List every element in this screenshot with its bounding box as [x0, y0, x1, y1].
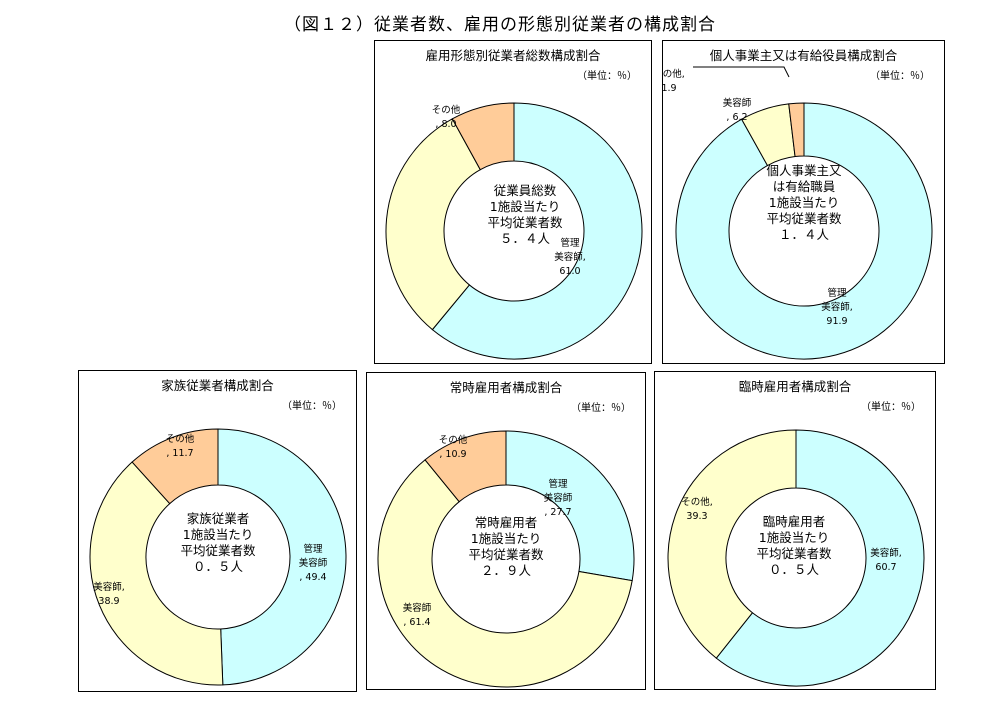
- unit-label: （単位：％）: [870, 71, 930, 82]
- chart-panel-owner: 個人事業主又は有給役員構成割合 （単位：％） 管理美容師,91.9 美容師, 6.…: [662, 40, 945, 364]
- donut-slice-1: [505, 430, 635, 582]
- slice-label-1: 管理美容師,61.0: [554, 237, 586, 277]
- slice-label-1: 管理美容師, 49.4: [299, 543, 328, 583]
- unit-label: （単位：％）: [571, 403, 631, 414]
- slice-label-3: その他, 10.9: [439, 434, 468, 460]
- chart-title: 雇用形態別従業者総数構成割合: [425, 48, 601, 63]
- donut-slice-2: [89, 461, 224, 686]
- chart-title: 家族従業者構成割合: [161, 378, 274, 393]
- donut-slice-2: [377, 459, 633, 688]
- donut-chart: 管理美容師,91.9 美容師, 6.2 その他,1.9 個人事業主又は有給職員1施設当…: [663, 66, 933, 360]
- chart-title: 個人事業主又は有給役員構成割合: [709, 48, 898, 63]
- donut-slice-3: [788, 102, 805, 158]
- chart-panel-total: 雇用形態別従業者総数構成割合 （単位：％） 管理美容師,61.0美容師,31.0…: [374, 40, 652, 364]
- chart-title: 臨時雇用者構成割合: [738, 379, 852, 394]
- slice-label-2: 美容師, 61.4: [403, 602, 432, 628]
- slice-label-1: 美容師,60.7: [870, 547, 902, 573]
- donut-slice-1: [715, 429, 925, 687]
- slice-label-2: 美容師, 6.2: [723, 97, 752, 123]
- donut-slice-1: [217, 428, 347, 686]
- unit-label: （単位：％）: [577, 71, 637, 82]
- donut-slice-3: [451, 102, 515, 171]
- slice-label-2: その他,39.3: [681, 496, 713, 522]
- donut-slice-2: [385, 118, 481, 331]
- chart-panel-family: 家族従業者構成割合 （単位：％） 管理美容師, 49.4 美容師,38.9 その他,…: [78, 370, 357, 692]
- donut-slice-3: [131, 428, 219, 505]
- leader-line: [693, 66, 790, 78]
- unit-label: （単位：％）: [861, 402, 921, 413]
- slice-label-3: その他,1.9: [663, 68, 685, 94]
- slice-label-3: その他, 11.7: [166, 433, 195, 459]
- slice-label-1: 管理美容師,91.9: [821, 287, 853, 327]
- donut-slice-1: [431, 102, 643, 360]
- donut-slice-1: [675, 102, 933, 360]
- chart-title: 常時雇用者構成割合: [449, 380, 563, 395]
- donut-slice-3: [424, 430, 507, 503]
- donut-slice-2: [667, 429, 797, 659]
- slice-label-2: 美容師,38.9: [93, 581, 125, 607]
- slice-label-1: 管理美容師, 27.7: [544, 478, 573, 518]
- chart-panel-regular: 常時雇用者構成割合 （単位：％） 管理美容師, 27.7 美容師, 61.4 その他…: [366, 372, 646, 690]
- slice-label-3: その他, 8.0: [432, 104, 461, 130]
- unit-label: （単位：％）: [282, 401, 342, 412]
- figure-title: （図１２）従業者数、雇用の形態別従業者の構成割合: [284, 15, 716, 35]
